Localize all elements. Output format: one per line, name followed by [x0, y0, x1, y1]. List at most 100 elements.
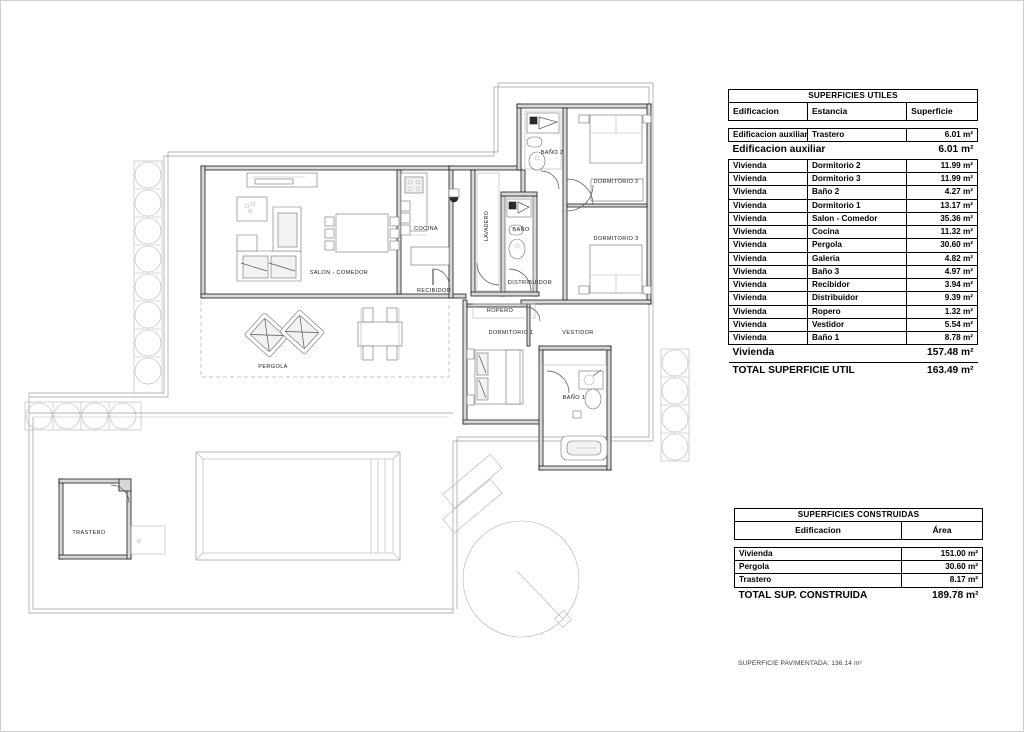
table-row: Vivienda Salon - Comedor 35.36 m² [728, 211, 978, 227]
utiles-table: SUPERFICIES UTILES Edificacion Estancia … [728, 88, 978, 380]
table-row: Trastero 8.17 m² [734, 573, 983, 588]
cell-area: 151.00 m² [901, 546, 983, 562]
swimming-pool [195, 451, 401, 561]
cell-estancia: Dormitorio 2 [806, 158, 908, 174]
room-label-cocina: COCINA [414, 226, 438, 232]
cell-edificacion: Vivienda [728, 211, 808, 227]
cell-superficie: 35.36 m² [906, 211, 978, 227]
cell-edificacion: Vivienda [728, 172, 808, 187]
table-row: Pergola 30.60 m² [734, 560, 983, 575]
construidas-title-row: SUPERFICIES CONSTRUIDAS [734, 507, 983, 523]
utiles-col-edificacion: Edificacion [728, 102, 808, 121]
cell-estancia: Vestidor [806, 317, 908, 333]
tree-row-right [660, 348, 690, 462]
table-row: Vivienda Dormitorio 3 11.99 m² [728, 172, 978, 187]
subtotal-aux-value: 6.01 m² [906, 141, 978, 160]
cell-edificacion: Pergola [734, 560, 902, 575]
table-row: Edificacion auxiliar Trastero 6.01 m² [728, 127, 978, 143]
cell-superficie: 11.99 m² [906, 172, 978, 187]
cell-edificacion: Vivienda [728, 331, 808, 346]
ropero: ROPERO [472, 303, 541, 322]
pergola-dining-set [357, 307, 403, 361]
floor-plan-svg: .w { fill:#d8d8d8; stroke:#1a1a1a; strok… [24, 82, 690, 638]
cell-superficie: 6.01 m² [906, 127, 978, 143]
utiles-total-value: 163.49 m² [927, 365, 974, 377]
table-row: Vivienda Vestidor 5.54 m² [728, 317, 978, 333]
driveway-area [442, 453, 580, 638]
room-label-dormitorio-1: DORMITORIO 1 [488, 330, 533, 336]
room-label-salon-comedor: SALON - COMEDOR [310, 270, 368, 276]
table-row: Vivienda Pergola 30.60 m² [728, 238, 978, 253]
cell-estancia: Baño 2 [806, 185, 908, 200]
construidas-total-value: 189.78 m² [932, 589, 979, 601]
cell-edificacion: Vivienda [728, 251, 808, 266]
cell-edificacion: Vivienda [728, 198, 808, 213]
cell-edificacion: Vivienda [728, 264, 808, 280]
construidas-col-area: Área [901, 521, 983, 540]
utiles-col-superficie: Superficie [906, 102, 978, 121]
recibidor: RECIBIDOR [417, 188, 460, 294]
dormitorio-1: DORMITORIO 1 [466, 330, 533, 406]
cell-edificacion: Vivienda [728, 185, 808, 200]
table-row: Vivienda Dormitorio 2 11.99 m² [728, 158, 978, 174]
cell-edificacion: Trastero [734, 573, 902, 588]
cell-estancia: Trastero [806, 127, 908, 143]
room-label-distribuidor: DISTRIBUIDOR [508, 280, 552, 286]
tree-row-left [133, 160, 163, 394]
pergola-area: PERGOLA [200, 301, 450, 378]
table-row: Vivienda Ropero 1.32 m² [728, 304, 978, 319]
cell-superficie: 1.32 m² [906, 304, 978, 319]
house-walls [200, 103, 652, 471]
cell-estancia: Baño 1 [806, 331, 908, 346]
cell-superficie: 4.82 m² [906, 251, 978, 266]
cell-edificacion: Vivienda [728, 278, 808, 293]
cell-estancia: Cocina [806, 225, 908, 240]
table-row: Vivienda 151.00 m² [734, 546, 983, 562]
cell-edificacion: Vivienda [728, 158, 808, 174]
utiles-total-row: TOTAL SUPERFICIE UTIL 163.49 m² [729, 363, 978, 380]
trastero: TRASTERO [58, 478, 166, 560]
cell-superficie: 11.32 m² [906, 225, 978, 240]
tree-row-bottom [24, 401, 142, 431]
utiles-subtotal-vivienda-row: Vivienda 157.48 m² [728, 344, 978, 364]
utiles-header-row: Edificacion Estancia Superficie [728, 102, 978, 121]
construidas-table: SUPERFICIES CONSTRUIDAS Edificacion Área… [734, 507, 983, 604]
room-label-pergola: PERGOLA [258, 364, 288, 370]
bano: BAÑO [504, 196, 534, 292]
cell-edificacion: Vivienda [728, 291, 808, 306]
cell-edificacion: Vivienda [728, 304, 808, 319]
cell-estancia: Distribuidor [806, 291, 908, 306]
distribuidor: DISTRIBUIDOR [508, 280, 552, 286]
cell-superficie: 8.78 m² [906, 331, 978, 346]
subtotal-aux-label: Edificacion auxiliar [728, 141, 907, 160]
cell-superficie: 5.54 m² [906, 317, 978, 333]
cell-estancia: Ropero [806, 304, 908, 319]
cell-superficie: 4.97 m² [906, 264, 978, 280]
room-label-dormitorio-2: DORMITORIO 2 [593, 179, 638, 185]
utiles-spacer [729, 120, 978, 128]
table-row: Vivienda Recibidor 3.94 m² [728, 278, 978, 293]
table-row: Vivienda Distribuidor 9.39 m² [728, 291, 978, 306]
dormitorio-3: DORMITORIO 3 [566, 184, 652, 295]
cell-estancia: Salon - Comedor [806, 211, 908, 227]
cell-superficie: 9.39 m² [906, 291, 978, 306]
utiles-col-estancia: Estancia [806, 102, 908, 121]
superficies-construidas-table: SUPERFICIES CONSTRUIDAS Edificacion Área… [734, 507, 983, 604]
dormitorio-2: DORMITORIO 2 [566, 114, 652, 206]
cell-estancia: Baño 3 [806, 264, 908, 280]
room-label-lavadero: LAVADERO [484, 211, 490, 241]
construidas-spacer [735, 539, 983, 547]
cell-estancia: Dormitorio 1 [806, 198, 908, 213]
room-label-dormitorio-3: DORMITORIO 3 [593, 236, 638, 242]
room-label-recibidor: RECIBIDOR [417, 288, 451, 294]
table-row: Vivienda Dormitorio 1 13.17 m² [728, 198, 978, 213]
cell-area: 8.17 m² [901, 573, 983, 588]
pergola-lounge-chairs [244, 310, 325, 357]
cell-edificacion: Vivienda [728, 225, 808, 240]
construidas-total-label: TOTAL SUP. CONSTRUIDA [738, 589, 868, 601]
construidas-header-row: Edificacion Área [734, 521, 983, 540]
cell-superficie: 11.99 m² [906, 158, 978, 174]
room-label-trastero: TRASTERO [72, 530, 106, 536]
table-row: Vivienda Galeria 4.82 m² [728, 251, 978, 266]
